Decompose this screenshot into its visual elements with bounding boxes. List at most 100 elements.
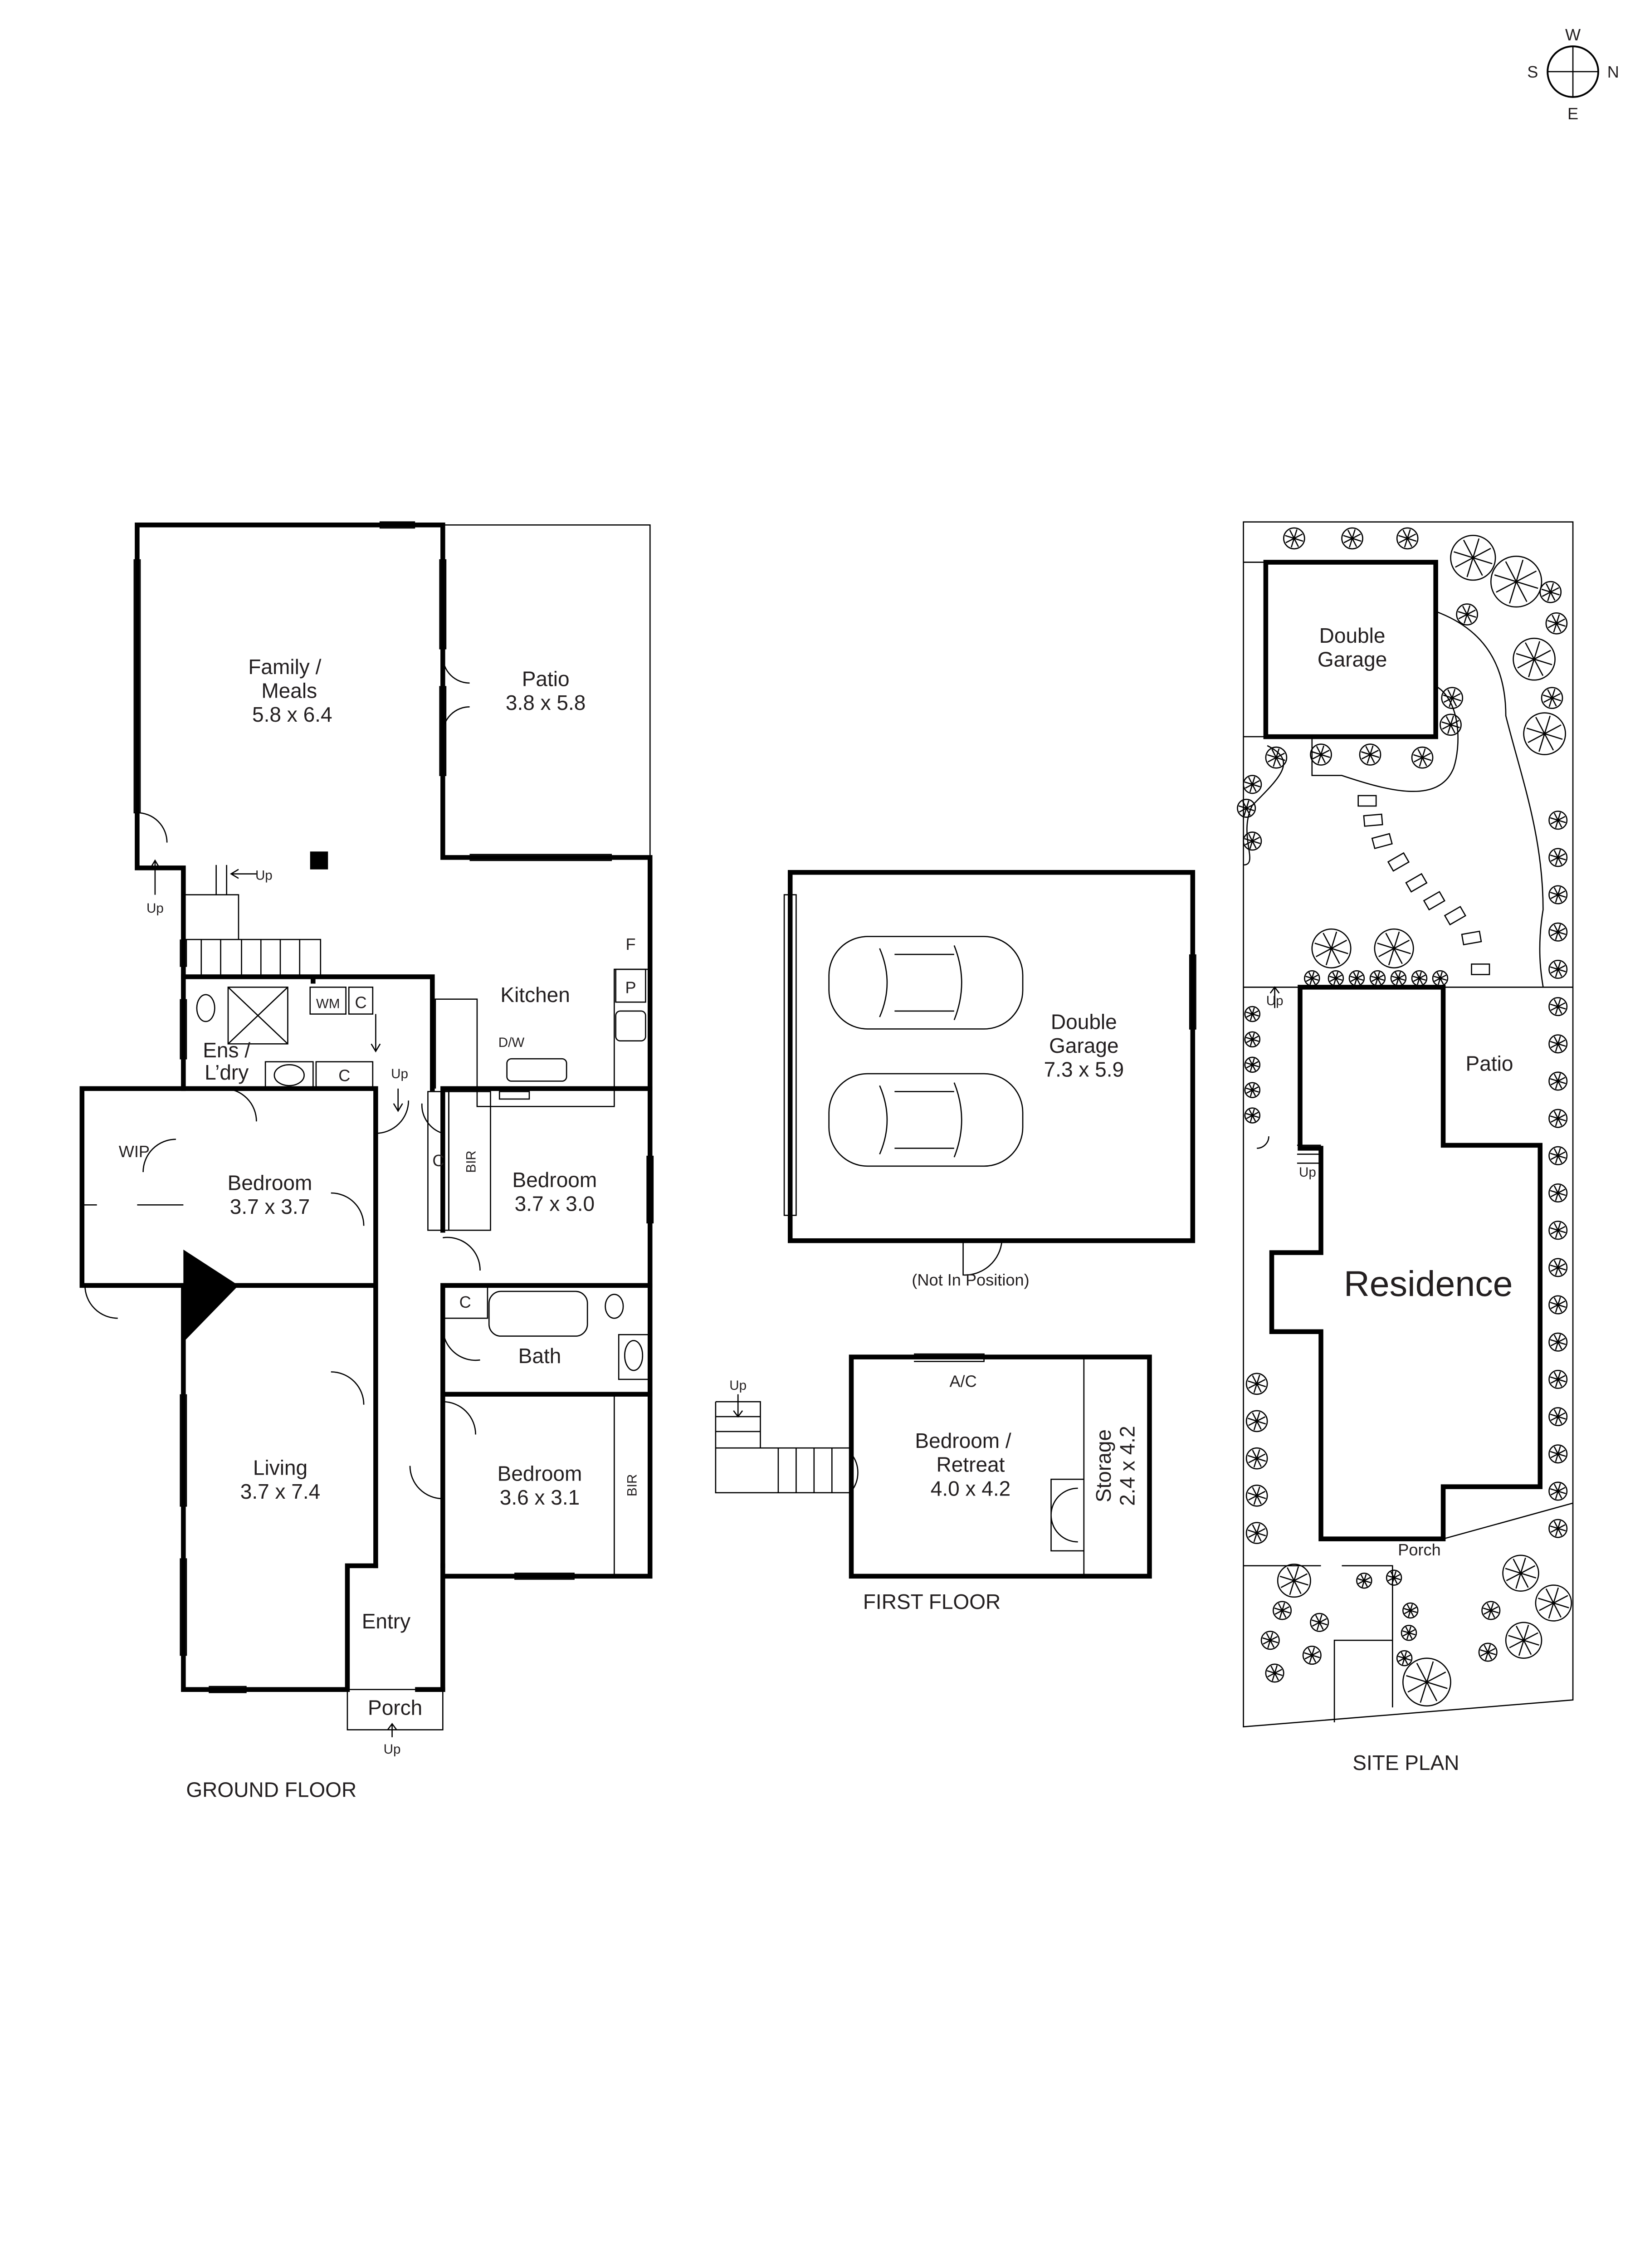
tree-icon bbox=[1545, 612, 1568, 635]
site-residence-label: Residence bbox=[1344, 1264, 1513, 1304]
compass-icon: W E S N bbox=[1527, 25, 1619, 123]
tree-icon bbox=[1548, 1071, 1568, 1091]
fireplace bbox=[183, 1249, 239, 1342]
tree-icon bbox=[1401, 1625, 1417, 1641]
tree-icon bbox=[1374, 928, 1414, 968]
tree-icon bbox=[1245, 1410, 1268, 1432]
tree-icon bbox=[1310, 743, 1332, 766]
tree-icon bbox=[1548, 922, 1568, 942]
tree-icon bbox=[1244, 1082, 1261, 1098]
tree-icon bbox=[1304, 970, 1320, 987]
site-patio-label: Patio bbox=[1466, 1051, 1513, 1075]
ground-floor-title: GROUND FLOOR bbox=[186, 1778, 356, 1801]
tree-icon bbox=[1535, 1584, 1572, 1622]
tree-icon bbox=[1273, 1601, 1292, 1620]
tree-icon bbox=[1548, 1444, 1568, 1464]
tree-icon bbox=[1548, 1146, 1568, 1165]
tree-icon bbox=[1244, 1056, 1261, 1073]
room-label-laundry: L’dry bbox=[205, 1061, 249, 1084]
room-label-living: Living bbox=[253, 1456, 308, 1479]
room-size-living: 3.7 x 7.4 bbox=[240, 1480, 321, 1503]
tree-icon bbox=[1348, 970, 1365, 987]
tree-icon bbox=[1328, 970, 1344, 987]
tree-icon bbox=[1440, 714, 1462, 736]
compass-south: S bbox=[1527, 63, 1538, 81]
tree-icon bbox=[1513, 637, 1556, 681]
room-size-storage: 2.4 x 4.2 bbox=[1116, 1426, 1139, 1506]
site-garage-label-2: Garage bbox=[1318, 648, 1387, 671]
ground-floor-plan: Family / Meals 5.8 x 6.4 Patio 3.8 x 5.8… bbox=[79, 521, 654, 1801]
room-label-kitchen: Kitchen bbox=[500, 983, 570, 1007]
paver-stone bbox=[1387, 852, 1410, 872]
room-size-bedroom-3: 3.6 x 3.1 bbox=[500, 1486, 580, 1509]
stair-up-label: Up bbox=[146, 901, 164, 916]
tree-icon bbox=[1356, 1572, 1372, 1589]
tree-icon bbox=[1541, 687, 1563, 709]
tree-icon bbox=[1402, 1602, 1419, 1619]
tree-icon bbox=[1523, 712, 1566, 755]
tree-icon bbox=[1283, 527, 1305, 550]
washing-machine-label: WM bbox=[316, 996, 340, 1011]
tree-icon bbox=[1502, 1554, 1539, 1592]
tree-icon bbox=[1243, 775, 1262, 794]
cupboard-label: C bbox=[338, 1066, 350, 1085]
room-label-wip: WIP bbox=[119, 1142, 150, 1161]
tree-icon bbox=[1244, 1006, 1261, 1022]
tree-icon bbox=[1311, 928, 1352, 968]
compass-west: W bbox=[1565, 25, 1581, 44]
double-garage-plan: Double Garage 7.3 x 5.9 (Not In Position… bbox=[783, 870, 1196, 1289]
tree-icon bbox=[1244, 1031, 1261, 1048]
paver-stone bbox=[1423, 891, 1445, 911]
paver-stone bbox=[1461, 930, 1482, 946]
tree-icon bbox=[1390, 970, 1407, 987]
dishwasher-label: D/W bbox=[498, 1035, 525, 1050]
site-up-label: Up bbox=[1266, 993, 1284, 1008]
site-porch-label: Porch bbox=[1398, 1540, 1440, 1559]
room-label-bedroom-1: Bedroom bbox=[228, 1171, 312, 1194]
tree-icon bbox=[1505, 1622, 1542, 1659]
tree-icon bbox=[1548, 1407, 1568, 1427]
room-size-patio: 3.8 x 5.8 bbox=[506, 691, 586, 714]
cupboard-label: C bbox=[355, 993, 366, 1012]
tree-icon bbox=[1411, 970, 1428, 987]
room-label-bath: Bath bbox=[518, 1344, 561, 1368]
ac-label: A/C bbox=[949, 1372, 976, 1390]
tree-icon bbox=[1369, 970, 1386, 987]
tree-icon bbox=[1548, 1519, 1568, 1538]
tree-icon bbox=[1245, 1373, 1268, 1395]
tree-icon bbox=[1539, 581, 1562, 603]
room-label-garage: Double bbox=[1051, 1010, 1117, 1033]
car-icon bbox=[828, 936, 1024, 1030]
room-size-garage: 7.3 x 5.9 bbox=[1044, 1058, 1124, 1081]
room-label-entry: Entry bbox=[362, 1609, 410, 1633]
garage-note: (Not In Position) bbox=[912, 1271, 1029, 1289]
cupboard-label: C bbox=[432, 1151, 444, 1170]
tree-icon bbox=[1432, 970, 1449, 987]
tree-icon bbox=[1548, 1034, 1568, 1054]
room-label-storage: Storage bbox=[1092, 1429, 1115, 1502]
tree-icon bbox=[1548, 848, 1568, 867]
tree-icon bbox=[1237, 798, 1256, 818]
tree-icon bbox=[1548, 811, 1568, 830]
stair-up-label: Up bbox=[729, 1378, 747, 1393]
tree-icon bbox=[1396, 527, 1419, 550]
room-label-patio: Patio bbox=[522, 667, 570, 690]
tree-icon bbox=[1245, 1522, 1268, 1544]
tree-icon bbox=[1277, 1564, 1311, 1598]
tree-icon bbox=[1396, 1650, 1413, 1667]
tree-icon bbox=[1341, 527, 1363, 550]
room-label-bedroom-2: Bedroom bbox=[512, 1168, 597, 1192]
stair-up-label: Up bbox=[255, 868, 273, 883]
tree-icon bbox=[1548, 1221, 1568, 1240]
compass-east: E bbox=[1567, 104, 1578, 123]
tree-icon bbox=[1548, 1109, 1568, 1128]
floor-plan: W E S N Family / Meals bbox=[79, 25, 1619, 1801]
tree-icon bbox=[1481, 1601, 1501, 1620]
tree-icon bbox=[1244, 1107, 1261, 1124]
first-floor-title: FIRST FLOOR bbox=[863, 1590, 1001, 1613]
tree-icon bbox=[1243, 831, 1262, 851]
step-up-label: Up bbox=[391, 1066, 408, 1081]
tree-icon bbox=[1548, 1258, 1568, 1277]
room-label-family: Family / bbox=[248, 655, 321, 679]
bir-label: BIR bbox=[625, 1474, 640, 1496]
